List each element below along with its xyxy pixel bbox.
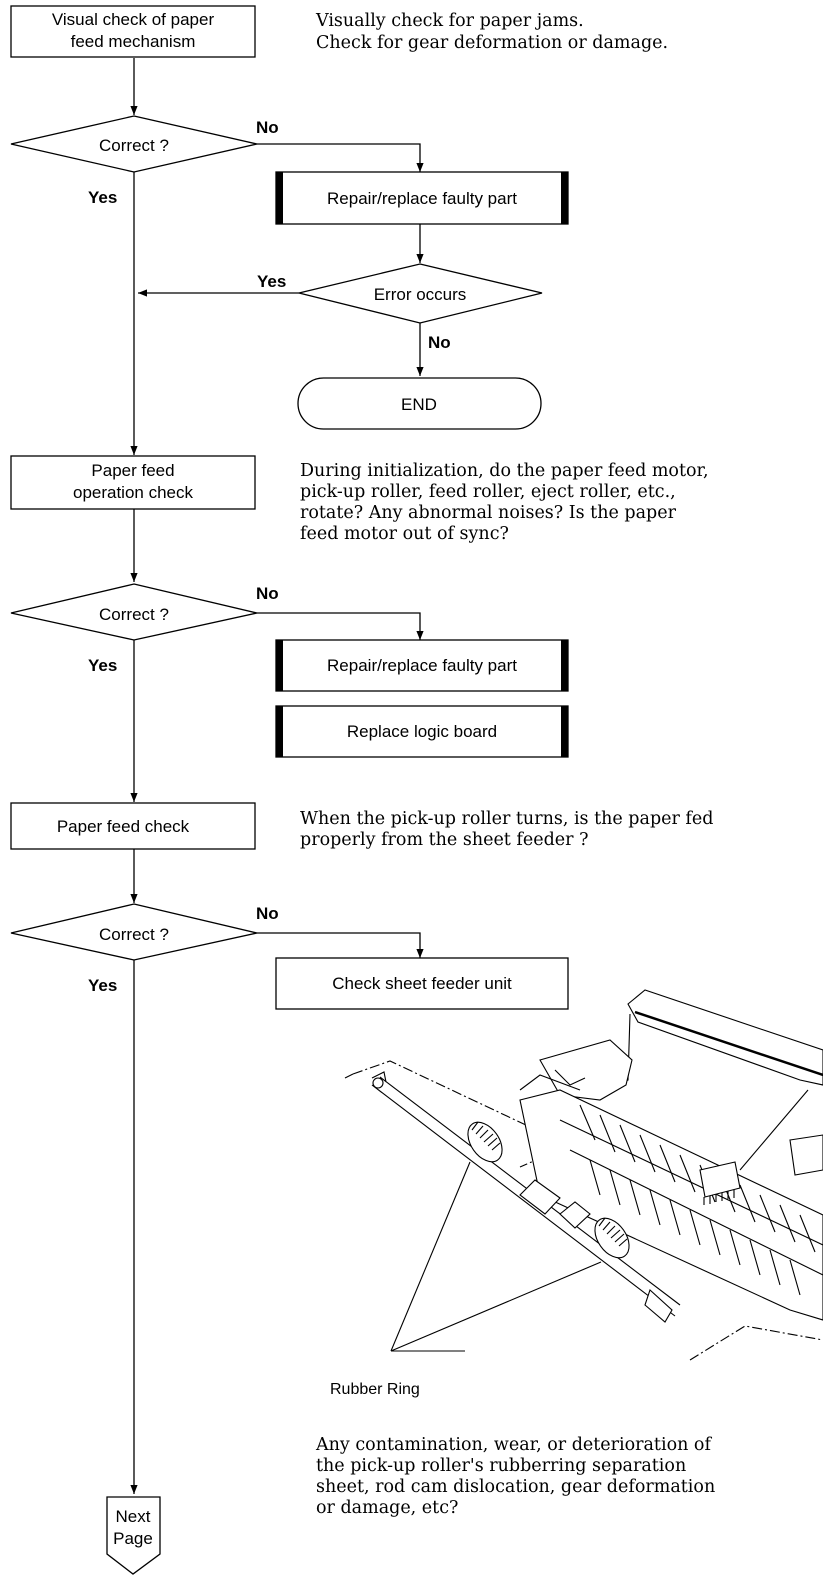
- process-box-label: Repair/replace faulty part: [327, 656, 517, 675]
- note-text: the pick-up roller's rubberring separati…: [316, 1456, 686, 1476]
- note-text: properly from the sheet feeder ?: [300, 830, 588, 850]
- decision-label: Correct ?: [99, 925, 169, 944]
- decision-label: Correct ?: [99, 136, 169, 155]
- box-side-bar: [276, 706, 283, 757]
- process-box-label: operation check: [73, 483, 194, 502]
- process-box-paper-feed-check: [10, 802, 256, 850]
- note-text: Any contamination, wear, or deterioratio…: [315, 1435, 712, 1455]
- box-side-bar: [276, 172, 283, 224]
- note-text: rotate? Any abnormal noises? Is the pape…: [300, 503, 677, 523]
- branch-label-yes: Yes: [88, 656, 117, 675]
- decision-diamond-correct-2: [10, 583, 258, 641]
- decision-label: Correct ?: [99, 605, 169, 624]
- branch-label-no: No: [256, 584, 279, 603]
- decision-label: Error occurs: [374, 285, 467, 304]
- note-text: feed motor out of sync?: [300, 524, 509, 544]
- sheet-feeder-illustration: [344, 989, 823, 1361]
- process-box-label: Paper feed check: [57, 817, 190, 836]
- note-text: sheet, rod cam dislocation, gear deforma…: [316, 1477, 715, 1497]
- box-side-bar: [561, 172, 568, 224]
- connector-line: [257, 612, 424, 640]
- next-page-connector: [106, 1496, 161, 1575]
- illustration-label-rubber-ring: Rubber Ring: [330, 1381, 420, 1398]
- leader-line: [390, 1161, 471, 1352]
- guide-line: [689, 1325, 823, 1361]
- branch-label-no: No: [256, 118, 279, 137]
- leader-line: [390, 1261, 602, 1352]
- note-text: When the pick-up roller turns, is the pa…: [300, 809, 713, 829]
- branch-label-no: No: [256, 904, 279, 923]
- box-side-bar: [276, 640, 283, 691]
- box-side-bar: [561, 640, 568, 691]
- decision-diamond-error-occurs: [298, 263, 543, 324]
- guide-line: [344, 1073, 354, 1079]
- process-box-label: feed mechanism: [71, 32, 196, 51]
- next-page-label: Next: [116, 1507, 151, 1526]
- note-text: Visually check for paper jams.: [315, 11, 584, 31]
- note-text: pick-up roller, feed roller, eject rolle…: [300, 482, 676, 502]
- branch-label-no: No: [428, 333, 451, 352]
- box-side-bar: [561, 706, 568, 757]
- process-box-label: Visual check of paper: [52, 10, 215, 29]
- branch-label-yes: Yes: [257, 272, 286, 291]
- note-text: Check for gear deformation or damage.: [316, 33, 668, 53]
- terminator-end: [297, 377, 542, 430]
- process-box-label: Paper feed: [91, 461, 174, 480]
- process-box-label: Replace logic board: [347, 722, 497, 741]
- terminator-label: END: [401, 395, 437, 414]
- process-box-repair-1: [275, 171, 569, 225]
- next-page-label: Page: [113, 1529, 153, 1548]
- branch-label-yes: Yes: [88, 976, 117, 995]
- process-box-visual-check: [10, 5, 256, 58]
- process-box-check-sheet-feeder: [275, 957, 569, 1010]
- decision-diamond-correct-1: [10, 115, 258, 173]
- note-text: or damage, etc?: [316, 1498, 458, 1518]
- decision-diamond-correct-3: [10, 903, 258, 961]
- process-box-paper-feed-operation: [10, 455, 256, 510]
- note-text: During initialization, do the paper feed…: [300, 461, 709, 481]
- branch-label-yes: Yes: [88, 188, 117, 207]
- connector-line: [257, 932, 424, 958]
- process-box-replace-logic-board: [275, 705, 569, 758]
- process-box-label: Check sheet feeder unit: [332, 974, 512, 993]
- process-box-label: Repair/replace faulty part: [327, 189, 517, 208]
- guide-line: [352, 1060, 546, 1168]
- connector-line: [257, 143, 424, 172]
